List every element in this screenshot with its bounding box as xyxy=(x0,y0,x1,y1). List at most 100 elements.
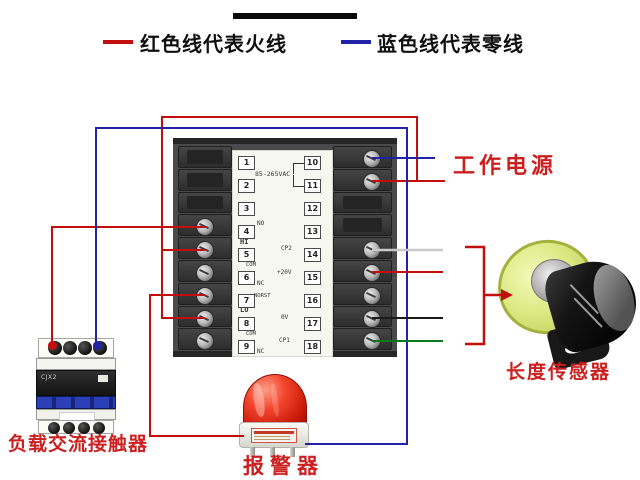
terminal-number: 8 xyxy=(238,317,255,331)
terminal-screw-icon xyxy=(363,172,381,191)
terminal-number: 11 xyxy=(304,179,321,193)
terminal-10-slot xyxy=(333,146,392,168)
controller-body: 1 2 3 4 5 6 7 8 9 10 11 12 13 14 15 16 1… xyxy=(173,138,397,357)
contactor-indicator xyxy=(98,375,108,382)
controller-wiring-label: 1 2 3 4 5 6 7 8 9 10 11 12 13 14 15 16 1… xyxy=(232,150,333,357)
contactor-upper-body xyxy=(36,358,116,370)
terminal-12-slot xyxy=(333,191,392,214)
terminal-number: 10 xyxy=(304,156,321,170)
terminal-number: 4 xyxy=(238,225,255,239)
terminal-screw-icon xyxy=(363,309,381,328)
contactor-front-panel: CJX2 xyxy=(36,370,116,396)
terminal-number: 17 xyxy=(304,317,321,331)
alarm-pin xyxy=(250,447,255,457)
dome-highlight xyxy=(251,382,267,418)
terminal-number: 14 xyxy=(304,248,321,262)
annotation-com2: COM xyxy=(246,331,256,337)
terminal-7-slot xyxy=(178,282,232,305)
ac-contactor: CJX2 xyxy=(36,332,116,434)
terminal-screw-icon xyxy=(363,150,381,168)
terminal-screw-icon xyxy=(196,218,214,237)
annotation-0v: 0V xyxy=(281,314,289,321)
terminal-3-slot xyxy=(178,191,232,214)
terminal-cavity xyxy=(186,195,224,210)
alarm-base xyxy=(239,422,309,448)
alarm-pin xyxy=(290,447,295,457)
terminal-11-slot xyxy=(333,168,392,191)
terminal-16-slot xyxy=(333,282,392,305)
vac-connector-bottom xyxy=(293,175,304,187)
annotation-cp2: CP2 xyxy=(281,245,292,252)
terminal-number: 13 xyxy=(304,225,321,239)
terminal-screw-icon xyxy=(196,332,214,351)
contactor-label: 负载交流接触器 xyxy=(8,433,149,455)
live-wire-connection-dot xyxy=(48,341,57,350)
legend-neutral-label: 蓝色线代表零线 xyxy=(377,32,524,56)
contactor-terminal xyxy=(63,422,75,434)
terminal-cavity xyxy=(342,218,383,233)
terminal-screw-icon xyxy=(363,286,381,305)
terminal-screw-icon xyxy=(196,263,214,282)
annotation-20v: +20V xyxy=(277,269,292,276)
vac-connector-top xyxy=(293,163,304,174)
terminal-number: 15 xyxy=(304,271,321,285)
annotation-norst: NORST xyxy=(254,293,271,299)
contactor-model-text: CJX2 xyxy=(41,374,57,381)
alarm-red-dome xyxy=(243,374,307,428)
terminal-6-slot xyxy=(178,259,232,282)
terminal-18-slot xyxy=(333,328,392,351)
terminal-number: 3 xyxy=(238,202,255,216)
sensor-group-bracket xyxy=(465,245,486,346)
annotation-lo: LO xyxy=(240,306,249,314)
terminal-cavity xyxy=(186,172,224,187)
power-supply-label: 工作电源 xyxy=(453,154,558,179)
terminal-13-slot xyxy=(333,214,392,237)
alarm-label: 报警器 xyxy=(243,454,324,478)
contactor-terminal xyxy=(78,341,92,355)
live-wire-swatch xyxy=(103,40,133,44)
annotation-com: COM xyxy=(246,262,256,268)
terminal-9-slot xyxy=(178,328,232,351)
terminal-screw-icon xyxy=(196,309,214,328)
terminal-number: 1 xyxy=(238,156,255,170)
terminal-cavity xyxy=(342,195,383,210)
neutral-wire-swatch xyxy=(341,40,371,44)
left-terminal-strip xyxy=(178,146,232,351)
contactor-terminal xyxy=(78,422,90,434)
voltage-rating: 85-265VAC xyxy=(255,170,291,178)
annotation-cp1: CP1 xyxy=(279,337,290,344)
terminal-screw-icon xyxy=(363,241,381,260)
annotation-hi: HI xyxy=(240,238,249,246)
annotation-no: NO xyxy=(257,220,265,227)
terminal-4-slot xyxy=(178,214,232,237)
terminal-number: 6 xyxy=(238,271,255,285)
contactor-lower-body xyxy=(36,409,116,421)
top-divider-bar xyxy=(233,13,357,19)
terminal-2-slot xyxy=(178,168,232,191)
contactor-blue-switches xyxy=(36,396,116,409)
terminal-number: 5 xyxy=(238,248,255,262)
terminal-number: 9 xyxy=(238,340,255,354)
contactor-terminal xyxy=(63,341,77,355)
length-sensor-encoder xyxy=(489,230,640,374)
alarm-beacon xyxy=(236,372,312,458)
terminal-screw-icon xyxy=(363,332,381,351)
terminal-8-slot xyxy=(178,305,232,328)
terminal-screw-icon xyxy=(363,263,381,282)
contactor-terminal xyxy=(48,422,60,434)
terminal-5-slot xyxy=(178,237,232,260)
encoder-end-cap xyxy=(586,260,640,336)
terminal-15-slot xyxy=(333,259,392,282)
terminal-number: 18 xyxy=(304,340,321,354)
terminal-number: 2 xyxy=(238,179,255,193)
terminal-number: 12 xyxy=(304,202,321,216)
terminal-1-slot xyxy=(178,146,232,168)
annotation-nc: NC xyxy=(257,280,265,287)
terminal-screw-icon xyxy=(196,286,214,305)
terminal-17-slot xyxy=(333,305,392,328)
legend-live-label: 红色线代表火线 xyxy=(140,32,287,56)
length-sensor-label: 长度传感器 xyxy=(506,361,612,383)
terminal-14-slot xyxy=(333,237,392,260)
right-terminal-strip xyxy=(333,146,392,351)
